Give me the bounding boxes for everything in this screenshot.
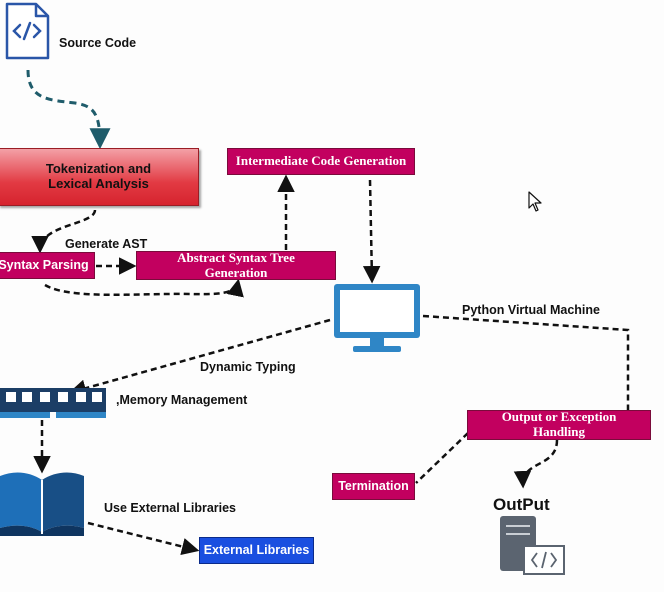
arrow-source-to-tokenization [26,69,111,150]
arrow-pvm-to-output [422,314,630,410]
termination-box[interactable]: Termination [332,473,415,500]
external-libraries-box[interactable]: External Libraries [199,537,314,564]
code-file-icon [5,2,50,60]
ast-generation-box[interactable]: Abstract Syntax Tree Generation [136,250,336,280]
arrow-parsing-curve-to-ast [44,278,244,298]
output-exception-box[interactable]: Output or Exception Handling [467,409,651,440]
dynamic-typing-label: Dynamic Typing [200,360,296,374]
arrow-intermediate-to-pvm [362,179,381,284]
use-external-libraries-label: Use External Libraries [104,501,237,515]
memory-chip-icon [0,388,106,418]
arrow-book-to-external-libraries [87,521,200,556]
generate-ast-label: Generate AST [65,237,148,251]
output-title: OutPut [493,495,550,514]
open-book-icon [0,472,84,536]
mouse-cursor-icon [528,191,542,212]
arrow-pvm-to-memory [68,318,331,397]
source-code-label: Source Code [59,36,137,50]
server-code-icon [500,516,565,575]
memory-management-label: ,Memory Management [116,393,248,407]
intermediate-code-box[interactable]: Intermediate Code Generation [227,148,415,175]
arrow-output-to-termination [415,432,469,484]
tokenization-box[interactable]: Tokenization and Lexical Analysis [0,148,199,206]
arrow-output-to-outputicon [513,439,559,489]
arrow-tokenization-to-parsing [31,209,97,254]
monitor-icon [334,284,420,352]
syntax-parsing-box[interactable]: Syntax Parsing [0,252,95,279]
pvm-label: Python Virtual Machine [462,303,600,317]
